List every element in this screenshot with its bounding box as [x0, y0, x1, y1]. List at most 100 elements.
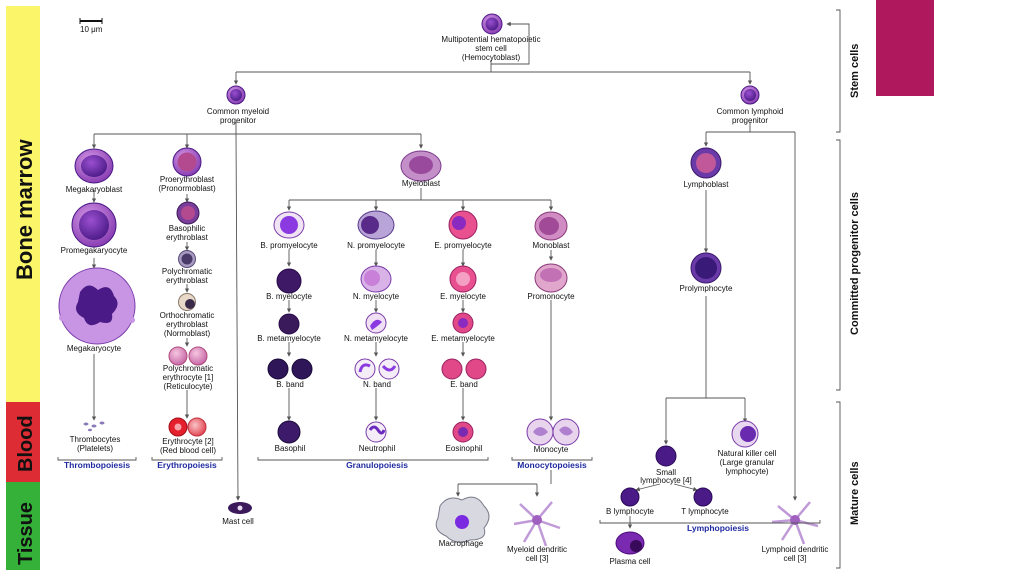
process-thrombopoiesis: Thrombopoiesis: [64, 460, 130, 470]
b-lymphocyte-cell: [620, 487, 640, 507]
mast-cell-label: Mast cell: [222, 517, 254, 526]
svg-text:cell [3]: cell [3]: [525, 554, 548, 563]
n-myelocyte-cell: [360, 265, 392, 293]
n-band-label: N. band: [363, 380, 391, 389]
svg-text:lymphocyte [4]: lymphocyte [4]: [640, 476, 692, 485]
proerythroblast-cell: [172, 147, 202, 177]
e-promyelocyte-label: E. promyelocyte: [434, 241, 492, 250]
svg-text:lymphocyte): lymphocyte): [725, 467, 768, 476]
svg-text:progenitor: progenitor: [220, 116, 256, 125]
reticulocyte-cell: [168, 346, 208, 366]
svg-text:(Hemocytoblast): (Hemocytoblast): [462, 53, 521, 62]
nk-cell-label: Natural killer cell (Large granular lymp…: [718, 449, 777, 476]
svg-text:(Reticulocyte): (Reticulocyte): [164, 382, 213, 391]
process-lymphopoiesis: Lymphopoiesis: [687, 523, 749, 533]
promonocyte-cell: [534, 263, 568, 293]
b-band-cell: [267, 358, 313, 380]
proerythroblast-label: Proerythroblast (Pronormoblast): [158, 175, 216, 193]
promegakaryocyte-label: Promegakaryocyte: [61, 246, 128, 255]
svg-text:erythrocyte [1]: erythrocyte [1]: [163, 373, 214, 382]
connectors: [91, 21, 798, 529]
svg-text:(Normoblast): (Normoblast): [164, 329, 211, 338]
svg-text:progenitor: progenitor: [732, 116, 768, 125]
band-label-blood: Blood: [15, 415, 37, 472]
eosinophil-cell: [452, 421, 474, 443]
myeloblast-label: Myeloblast: [402, 179, 441, 188]
lymphoid-progenitor-label: Common lymphoid progenitor: [717, 107, 784, 125]
side-label-mature: Mature cells: [849, 461, 861, 525]
thrombocytes-cells: [83, 421, 105, 432]
e-metamyelocyte-label: E. metamyelocyte: [431, 334, 495, 343]
n-myelocyte-label: N. myelocyte: [353, 292, 400, 301]
b-band-label: B. band: [276, 380, 304, 389]
basophil-cell: [277, 420, 301, 444]
basophil-label: Basophil: [275, 444, 306, 453]
orthochromatic-erythroblast-cell: [178, 293, 196, 311]
megakaryoblast-cell: [74, 148, 114, 184]
small-lymphocyte-label: Small lymphocyte [4]: [640, 468, 692, 485]
n-metamyelocyte-label: N. metamyelocyte: [344, 334, 409, 343]
svg-text:Erythrocyte [2]: Erythrocyte [2]: [162, 437, 214, 446]
svg-text:Polychromatic: Polychromatic: [163, 364, 213, 373]
myeloblast-cell: [400, 150, 442, 182]
thrombocytes-label: Thrombocytes (Platelets): [70, 435, 121, 453]
n-promyelocyte-cell: [357, 210, 395, 240]
promegakaryocyte-cell: [71, 202, 117, 248]
lymphoid-progenitor-cell: [740, 85, 760, 105]
process-monocytopoiesis: Monocytopoiesis: [517, 460, 587, 470]
e-promyelocyte-cell: [448, 210, 478, 240]
neutrophil-label: Neutrophil: [359, 444, 396, 453]
prolymphocyte-label: Prolymphocyte: [680, 284, 733, 293]
polychromatic-erythroblast-cell: [178, 250, 196, 268]
svg-text:erythroblast: erythroblast: [166, 320, 209, 329]
reticulocyte-label: Polychromatic erythrocyte [1] (Reticuloc…: [163, 364, 214, 391]
macrophage-label: Macrophage: [439, 539, 484, 548]
polychromatic-erythroblast-label: Polychromatic erythroblast: [162, 267, 212, 285]
myeloid-progenitor-label: Common myeloid progenitor: [207, 107, 269, 125]
eosinophil-label: Eosinophil: [446, 444, 483, 453]
monoblast-label: Monoblast: [533, 241, 571, 250]
accent-block: [876, 0, 934, 96]
megakaryoblast-label: Megakaryoblast: [66, 185, 123, 194]
basophilic-erythroblast-label: Basophilic erythroblast: [166, 224, 209, 242]
neutrophil-cell: [365, 421, 387, 443]
svg-text:erythroblast: erythroblast: [166, 233, 209, 242]
svg-text:Small: Small: [656, 468, 676, 477]
n-band-cell: [354, 358, 400, 380]
svg-text:stem cell: stem cell: [475, 44, 507, 53]
band-label-tissue: Tissue: [15, 502, 37, 565]
svg-text:Myeloid dendritic: Myeloid dendritic: [507, 545, 567, 554]
plasma-cell: [615, 531, 645, 555]
lymphoblast-cell: [690, 147, 722, 179]
b-promyelocyte-label: B. promyelocyte: [260, 241, 318, 250]
b-metamyelocyte-label: B. metamyelocyte: [257, 334, 321, 343]
lymphoid-dendritic-label: Lymphoid dendritic cell [3]: [762, 545, 829, 563]
orthochromatic-erythroblast-label: Orthochromatic erythroblast (Normoblast): [160, 311, 215, 338]
nk-cell: [731, 420, 759, 448]
b-metamyelocyte-cell: [278, 313, 300, 335]
myeloid-dendritic-label: Myeloid dendritic cell [3]: [507, 545, 567, 563]
svg-text:Natural killer cell: Natural killer cell: [718, 449, 777, 458]
megakaryocyte-label: Megakaryocyte: [67, 344, 122, 353]
svg-text:Common myeloid: Common myeloid: [207, 107, 269, 116]
band-bone-marrow: [6, 6, 40, 402]
e-band-cell: [441, 358, 487, 380]
svg-text:Lymphoid dendritic: Lymphoid dendritic: [762, 545, 829, 554]
band-label-bone-marrow: Bone marrow: [12, 139, 37, 280]
b-myelocyte-cell: [276, 268, 302, 294]
t-lymphocyte-cell: [693, 487, 713, 507]
side-label-committed: Committed progenitor cells: [849, 192, 861, 335]
svg-text:Proerythroblast: Proerythroblast: [160, 175, 215, 184]
svg-text:Polychromatic: Polychromatic: [162, 267, 212, 276]
e-myelocyte-label: E. myelocyte: [440, 292, 486, 301]
b-myelocyte-label: B. myelocyte: [266, 292, 312, 301]
myeloid-progenitor-cell: [226, 85, 246, 105]
small-lymphocyte-cell: [655, 445, 677, 467]
b-promyelocyte-cell: [273, 211, 305, 239]
e-myelocyte-cell: [449, 265, 477, 293]
svg-text:Basophilic: Basophilic: [169, 224, 205, 233]
megakaryocyte-cell: [58, 267, 136, 345]
macrophage-cell: [435, 496, 490, 543]
monoblast-cell: [534, 211, 568, 241]
